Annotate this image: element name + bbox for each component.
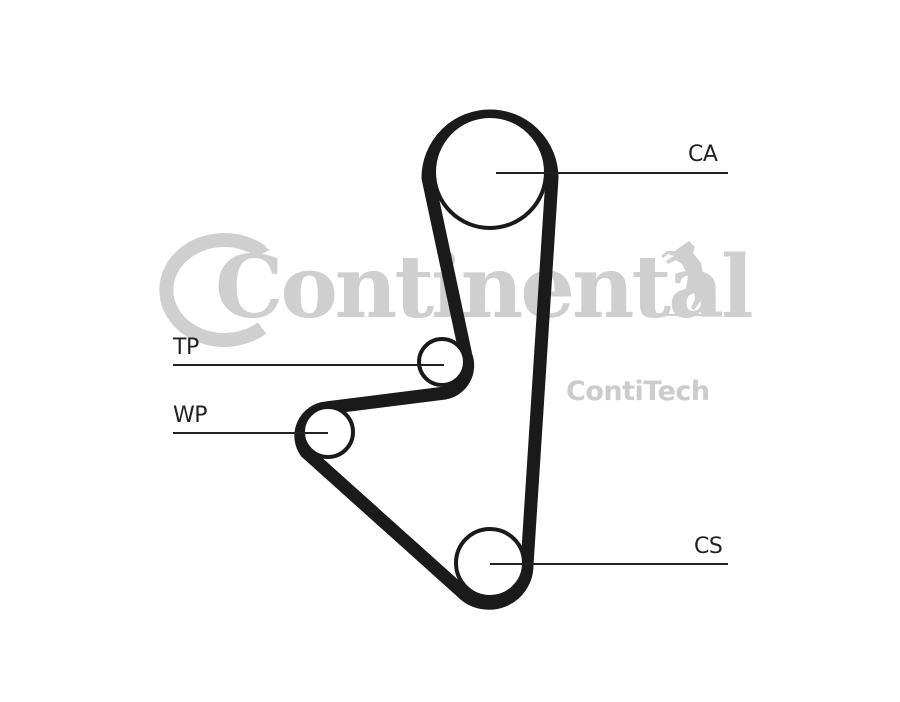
pulley-tp <box>417 337 467 387</box>
rearing-horse-icon <box>661 241 715 310</box>
continental-c-swoosh-icon <box>159 233 270 347</box>
brand-watermark: Continental <box>215 237 754 338</box>
label-tp: TP <box>173 335 199 360</box>
label-cs: CS <box>694 534 723 559</box>
sub-brand-watermark: ContiTech <box>566 376 710 407</box>
label-ca: CA <box>688 142 718 167</box>
label-wp: WP <box>173 403 208 428</box>
